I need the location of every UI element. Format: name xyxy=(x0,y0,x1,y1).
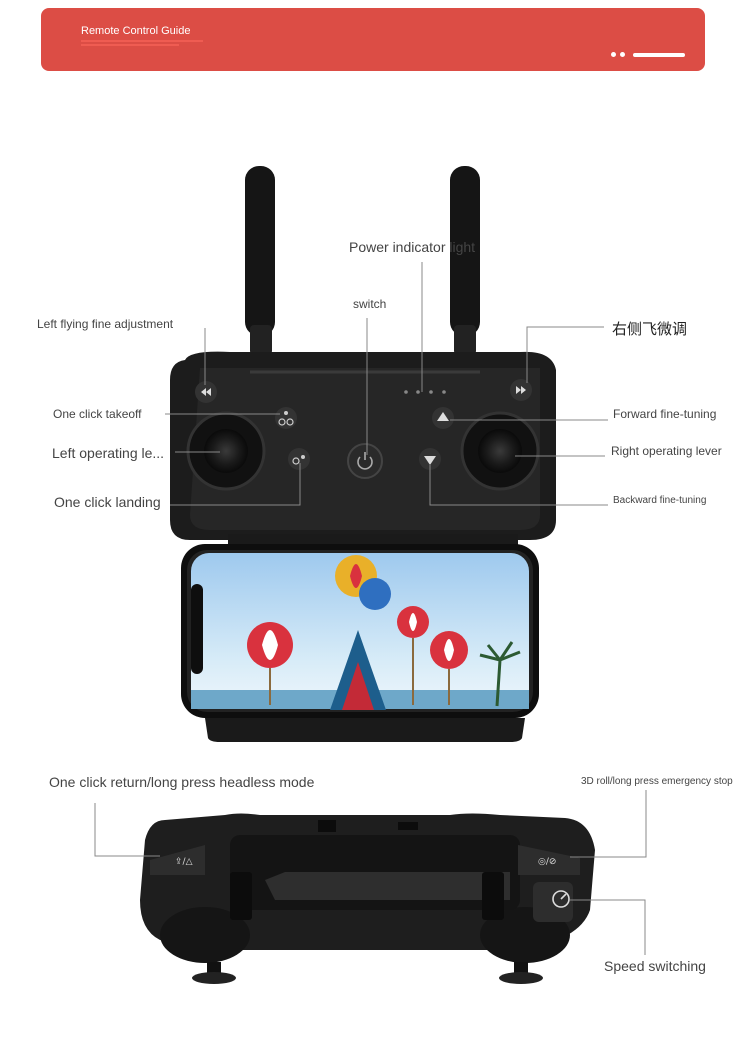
power-indicator-leds xyxy=(404,390,446,394)
label-right-operating-lever: Right operating lever xyxy=(611,444,722,458)
banner-title: Remote Control Guide xyxy=(81,25,191,37)
power-icon[interactable] xyxy=(347,443,383,479)
headless-icon[interactable]: ⇪/△ xyxy=(150,845,205,875)
fast-forward-icon[interactable] xyxy=(510,379,532,401)
smartphone xyxy=(181,544,539,718)
label-one-click-takeoff: One click takeoff xyxy=(53,407,142,421)
page-dot xyxy=(611,52,616,57)
banner-decoration xyxy=(81,38,203,48)
label-one-click-landing: One click landing xyxy=(54,494,161,510)
header-banner: Remote Control Guide xyxy=(41,8,705,71)
page-dot xyxy=(620,52,625,57)
antenna-right xyxy=(450,166,480,355)
label-return-headless: One click return/long press headless mod… xyxy=(49,774,315,790)
page-dash-active xyxy=(633,52,685,57)
down-arrow-icon[interactable] xyxy=(419,448,441,470)
label-left-fine-adjustment: Left flying fine adjustment xyxy=(37,317,174,331)
svg-text:⇪/△: ⇪/△ xyxy=(175,857,193,867)
landing-icon[interactable] xyxy=(288,448,310,470)
label-right-fine-adjustment: 右侧飞微调 xyxy=(612,321,688,338)
roll-icon[interactable]: ◎/⊘ xyxy=(518,845,580,875)
label-switch: switch xyxy=(353,297,387,311)
phone-holder xyxy=(205,534,525,742)
label-backward-fine-tuning: Backward fine-tuning xyxy=(613,495,707,506)
svg-text:◎/⊘: ◎/⊘ xyxy=(538,857,556,867)
up-arrow-icon[interactable] xyxy=(432,407,454,429)
label-speed-switching: Speed switching xyxy=(604,958,706,974)
label-roll-emergency-stop: 3D roll/long press emergency stop xyxy=(581,776,733,787)
label-left-operating-lever: Left operating le... xyxy=(52,445,165,461)
rewind-icon[interactable] xyxy=(195,381,217,403)
callout-lines xyxy=(94,262,647,955)
controller-bottom-view xyxy=(140,813,595,984)
pagination-indicator xyxy=(611,52,685,57)
label-forward-fine-tuning: Forward fine-tuning xyxy=(613,407,717,421)
antenna-left xyxy=(245,166,275,355)
takeoff-icon[interactable] xyxy=(275,407,297,429)
label-power-indicator: Power indicator light xyxy=(349,239,476,255)
speed-icon[interactable] xyxy=(533,882,573,922)
